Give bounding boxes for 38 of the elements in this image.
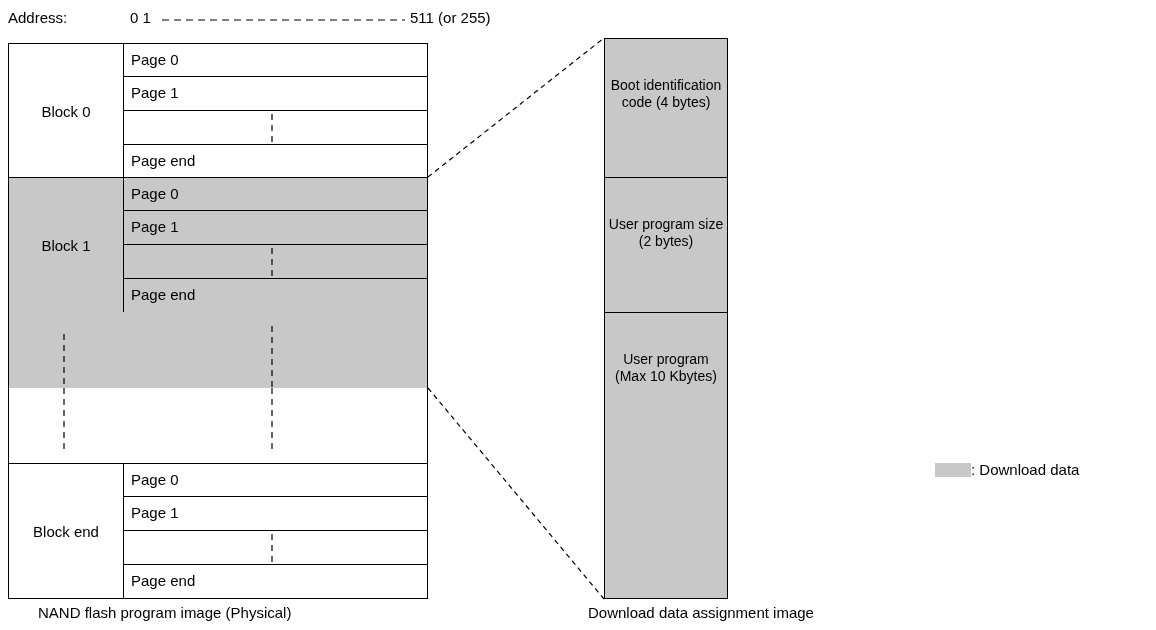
data-region [8,312,428,388]
address-label: 0 1 [130,9,151,26]
projection-line [427,387,605,600]
cell-label: Page end [131,572,196,589]
cell-label: Page 0 [131,51,179,68]
page-row [123,177,428,211]
page-row [123,278,428,313]
page-row [123,43,428,77]
caption: Download data assignment image [588,604,814,621]
cell-label: Boot identification code (4 bytes) [609,77,723,111]
cell-label: Page 0 [131,185,179,202]
page-row [123,564,428,599]
cell-label: Page end [131,286,196,303]
page-row [123,210,428,245]
block-cell [8,177,124,313]
cell-label: User program size (2 bytes) [607,216,725,250]
caption: NAND flash program image (Physical) [38,604,292,621]
legend-label: : Download data [971,461,1080,478]
cell-label: Block end [32,523,100,540]
data-field-box [604,177,728,313]
cell-label: Block 0 [40,102,92,120]
cell-label: Page 0 [131,471,179,488]
page-row [123,463,428,497]
address-label: 511 (or 255) [410,9,491,26]
page-row [123,244,428,279]
cell-label: Page 1 [131,218,179,235]
cell-label: Block 1 [40,237,92,254]
data-field-box [604,312,728,599]
block-cell [8,463,124,599]
data-field-box [604,38,728,178]
cell-label: Page 1 [131,84,179,101]
projection-line [427,37,605,178]
cell-label: Page end [131,152,196,169]
cell-label: User program (Max 10 Kbytes) [614,351,718,385]
blank-region [8,388,428,464]
address-label: Address: [8,9,68,26]
cell-label: Page 1 [131,504,179,521]
block-cell [8,43,124,178]
